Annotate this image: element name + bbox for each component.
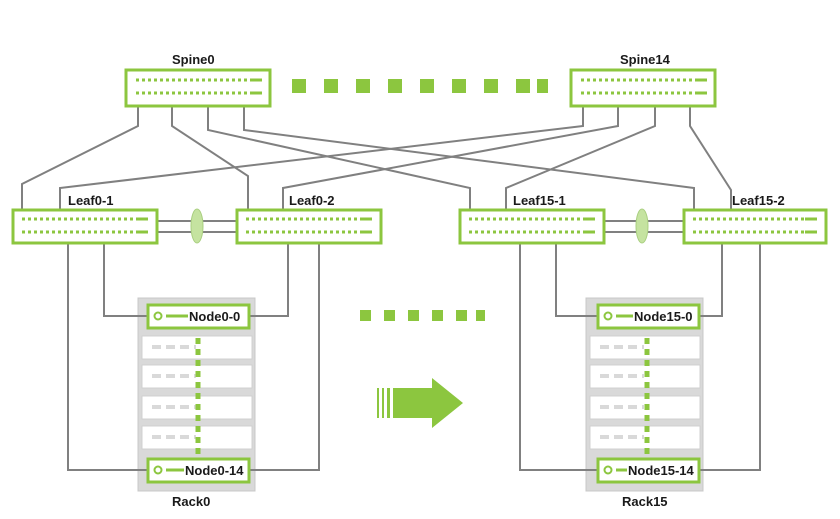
leaf-0-2-label: Leaf0-2: [289, 193, 335, 208]
spine-switch-0: [124, 68, 272, 108]
rack-ellipsis-dots: [360, 310, 485, 321]
leaf-switch-15-2: [682, 208, 828, 245]
node-15-14-label: Node15-14: [628, 463, 695, 478]
leaf-switch-0-1: [11, 208, 159, 245]
spine-0-label: Spine0: [172, 52, 215, 67]
node-15-14: [596, 457, 701, 484]
spine-ellipsis-dots: [292, 79, 548, 93]
node-15-0-label: Node15-0: [634, 309, 693, 324]
node-0-0: [146, 303, 251, 330]
leaf-pair-0-bond-icon: [190, 208, 204, 244]
node-0-14-label: Node0-14: [185, 463, 244, 478]
spine-leaf-links: [21, 106, 732, 210]
leaf-node-links: [67, 243, 761, 471]
leaf-pair-15-bond-icon: [635, 208, 649, 244]
node-0-0-label: Node0-0: [189, 309, 240, 324]
rack-0-label: Rack0: [172, 494, 210, 509]
spine-14-label: Spine14: [620, 52, 671, 67]
leaf-switch-15-1: [458, 208, 606, 245]
leaf-15-1-label: Leaf15-1: [513, 193, 566, 208]
node-0-14: [146, 457, 251, 484]
leaf-15-2-label: Leaf15-2: [732, 193, 785, 208]
leaf-0-1-label: Leaf0-1: [68, 193, 114, 208]
leaf-switch-0-2: [235, 208, 383, 245]
rack-15-label: Rack15: [622, 494, 668, 509]
spine-switch-14: [569, 68, 717, 108]
right-arrow-icon: [377, 378, 463, 428]
node-15-0: [596, 303, 701, 330]
